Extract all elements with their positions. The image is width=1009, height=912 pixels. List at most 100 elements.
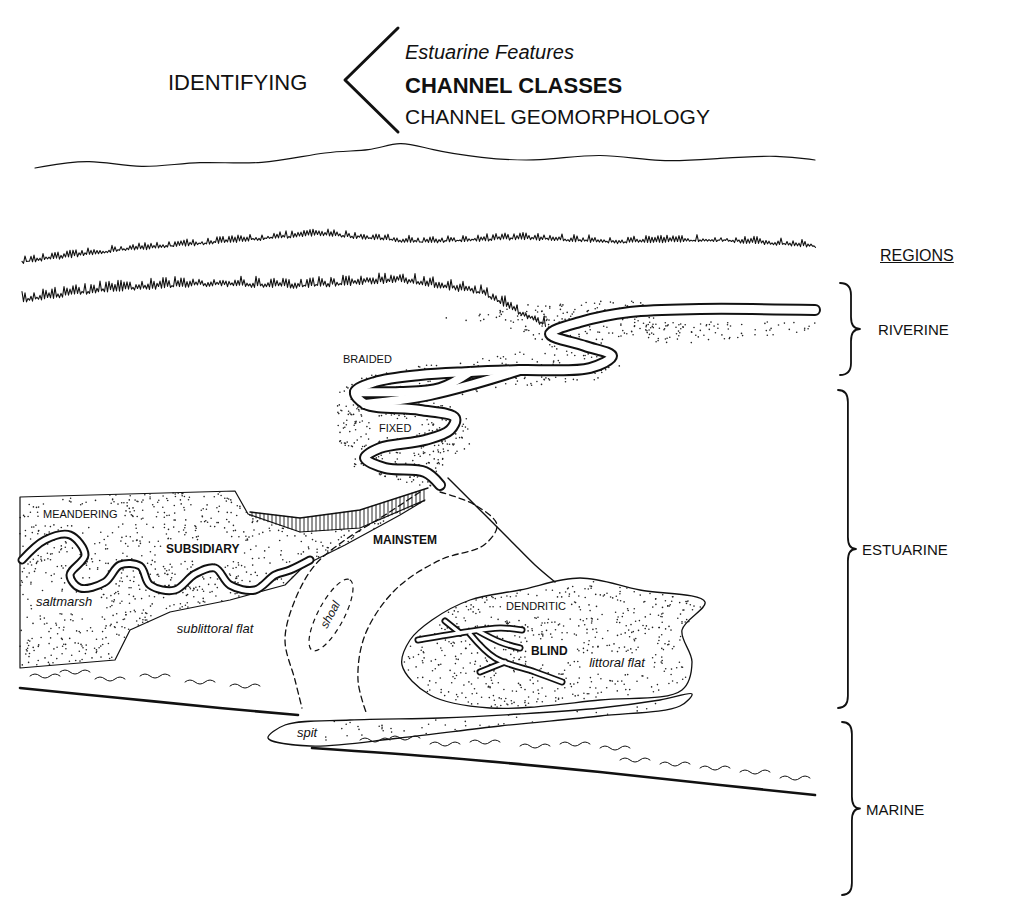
stipple-dot: [688, 621, 690, 623]
stipple-dot: [440, 647, 442, 649]
stipple-dot: [26, 616, 28, 618]
stipple-dot: [478, 315, 480, 317]
stipple-dot: [244, 552, 246, 554]
stipple-dot: [597, 619, 599, 621]
stipple-dot: [219, 491, 221, 493]
stipple-dot: [315, 540, 317, 542]
stipple-dot: [641, 675, 643, 677]
stipple-dot: [71, 654, 73, 656]
stipple-dot: [531, 628, 533, 630]
stipple-dot: [491, 706, 493, 708]
stipple-dot: [431, 422, 433, 424]
stipple-dot: [59, 551, 61, 553]
stipple-dot: [513, 650, 515, 652]
stipple-dot: [597, 646, 599, 648]
stipple-dot: [474, 671, 476, 673]
stipple-dot: [489, 697, 491, 699]
stipple-dot: [238, 564, 240, 566]
stipple-dot: [597, 674, 599, 676]
stipple-dot: [111, 656, 113, 658]
stipple-dot: [38, 506, 40, 508]
stipple-dot: [94, 543, 96, 545]
stipple-dot: [343, 535, 345, 537]
stipple-dot: [524, 700, 526, 702]
stipple-dot: [700, 606, 702, 608]
stipple-dot: [37, 533, 39, 535]
stipple-dot: [593, 581, 595, 583]
stipple-dot: [652, 627, 654, 629]
stipple-dot: [353, 404, 355, 406]
stipple-dot: [573, 683, 575, 685]
stipple-dot: [471, 693, 473, 695]
stipple-dot: [341, 442, 343, 444]
stipple-dot: [586, 629, 588, 631]
stipple-dot: [672, 596, 674, 598]
stipple-dot: [540, 638, 542, 640]
stipple-dot: [577, 682, 579, 684]
stipple-dot: [684, 621, 686, 623]
stipple-dot: [233, 530, 235, 532]
stipple-dot: [627, 694, 629, 696]
stipple-dot: [500, 698, 502, 700]
stipple-dot: [595, 696, 597, 698]
stipple-dot: [595, 637, 597, 639]
stipple-dot: [40, 556, 42, 558]
stipple-dot: [164, 573, 166, 575]
stipple-dot: [431, 365, 433, 367]
stipple-dot: [343, 422, 345, 424]
stipple-dot: [390, 728, 392, 730]
stipple-dot: [249, 581, 251, 583]
stipple-dot: [152, 527, 154, 529]
stipple-dot: [61, 653, 63, 655]
stipple-dot: [358, 410, 360, 412]
stipple-dot: [354, 466, 356, 468]
stipple-dot: [281, 550, 283, 552]
stipple-dot: [66, 551, 68, 553]
stipple-dot: [233, 525, 235, 527]
stipple-dot: [82, 532, 84, 534]
stipple-dot: [570, 316, 572, 318]
stipple-dot: [174, 493, 176, 495]
stipple-dot: [635, 620, 637, 622]
stipple-dot: [215, 595, 217, 597]
stipple-dot: [346, 420, 348, 422]
stipple-dot: [184, 527, 186, 529]
stipple-dot: [64, 582, 66, 584]
stipple-dot: [495, 387, 497, 389]
stipple-dot: [121, 502, 123, 504]
stipple-dot: [143, 609, 145, 611]
stipple-dot: [526, 329, 528, 331]
stipple-dot: [348, 445, 350, 447]
stipple-dot: [126, 555, 128, 557]
stipple-dot: [397, 511, 399, 513]
stipple-dot: [492, 606, 494, 608]
stipple-dot: [453, 444, 455, 446]
stipple-dot: [465, 648, 467, 650]
stipple-dot: [145, 590, 147, 592]
stipple-dot: [669, 604, 671, 606]
stipple-dot: [42, 590, 44, 592]
stipple-dot: [645, 616, 647, 618]
stipple-dot: [555, 629, 557, 631]
stipple-dot: [138, 545, 140, 547]
stipple-dot: [672, 596, 674, 598]
stipple-dot: [463, 617, 465, 619]
stipple-dot: [166, 574, 168, 576]
stipple-dot: [523, 353, 525, 355]
stipple-dot: [28, 572, 30, 574]
stipple-dot: [308, 548, 310, 550]
stipple-dot: [435, 467, 437, 469]
stipple-dot: [268, 546, 270, 548]
stipple-dot: [576, 379, 578, 381]
stipple-dot: [516, 690, 518, 692]
stipple-dot: [665, 668, 667, 670]
stipple-dot: [124, 515, 126, 517]
stipple-dot: [461, 641, 463, 643]
stipple-dot: [513, 671, 515, 673]
stipple-dot: [125, 510, 127, 512]
stipple-dot: [485, 657, 487, 659]
stipple-dot: [490, 677, 492, 679]
stipple-dot: [158, 576, 160, 578]
stipple-dot: [652, 657, 654, 659]
stipple-dot: [86, 649, 88, 651]
